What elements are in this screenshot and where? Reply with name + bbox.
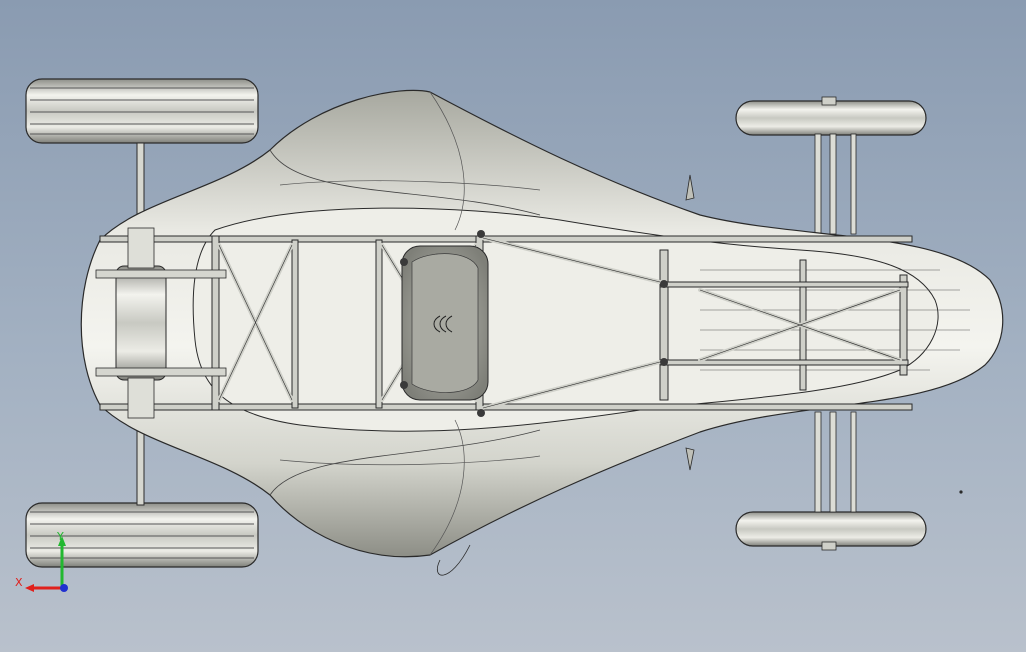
front-right-tire [735, 511, 927, 551]
x-arrow-icon [25, 584, 34, 592]
z-axis-icon [60, 584, 68, 592]
front-left-tire [735, 96, 927, 136]
rear-left-tire [25, 78, 259, 144]
front-suspension [814, 133, 857, 513]
frame-diagonal-outlines [218, 237, 901, 409]
y-axis-label: Y [56, 530, 64, 543]
rear-right-tire [25, 502, 259, 568]
y-arrow-icon [58, 536, 66, 546]
x-axis-label: X [15, 576, 23, 589]
driver-seat [400, 230, 668, 417]
axis-triad: Y X [15, 530, 68, 592]
vertex-point [959, 490, 963, 494]
rear-drum [95, 227, 227, 419]
